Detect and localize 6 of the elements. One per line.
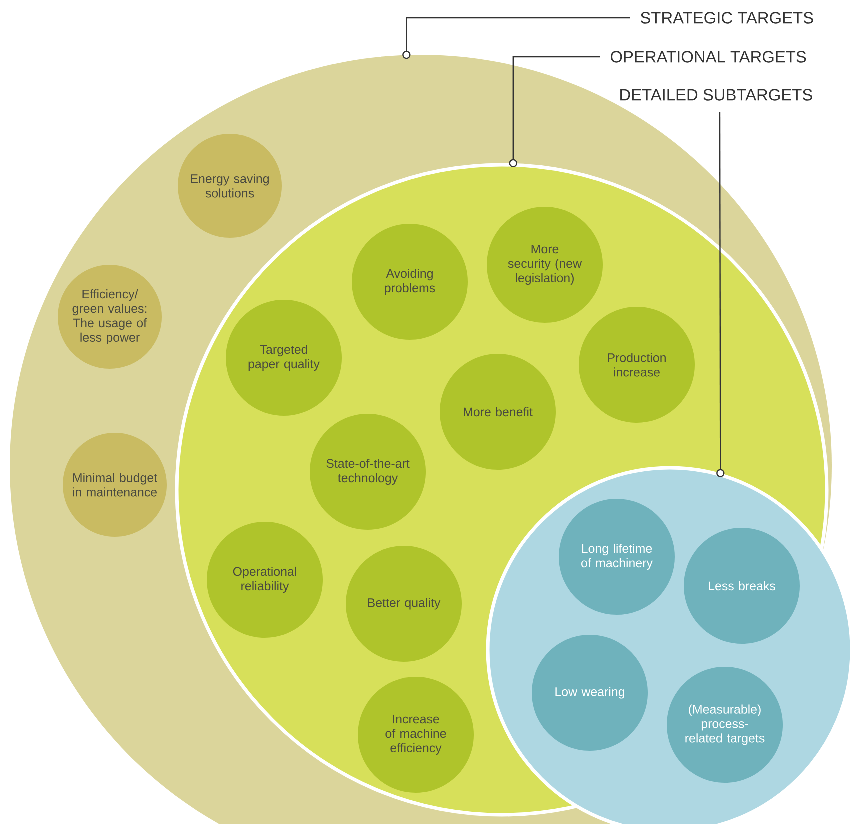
leader-label: OPERATIONAL TARGETS (610, 51, 806, 63)
leader-line (509, 56, 600, 168)
leader-line (716, 112, 725, 478)
leader-label: STRATEGIC TARGETS (640, 12, 814, 24)
leader-line (402, 17, 630, 60)
leader-label: DETAILED SUBTARGETS (620, 89, 812, 101)
